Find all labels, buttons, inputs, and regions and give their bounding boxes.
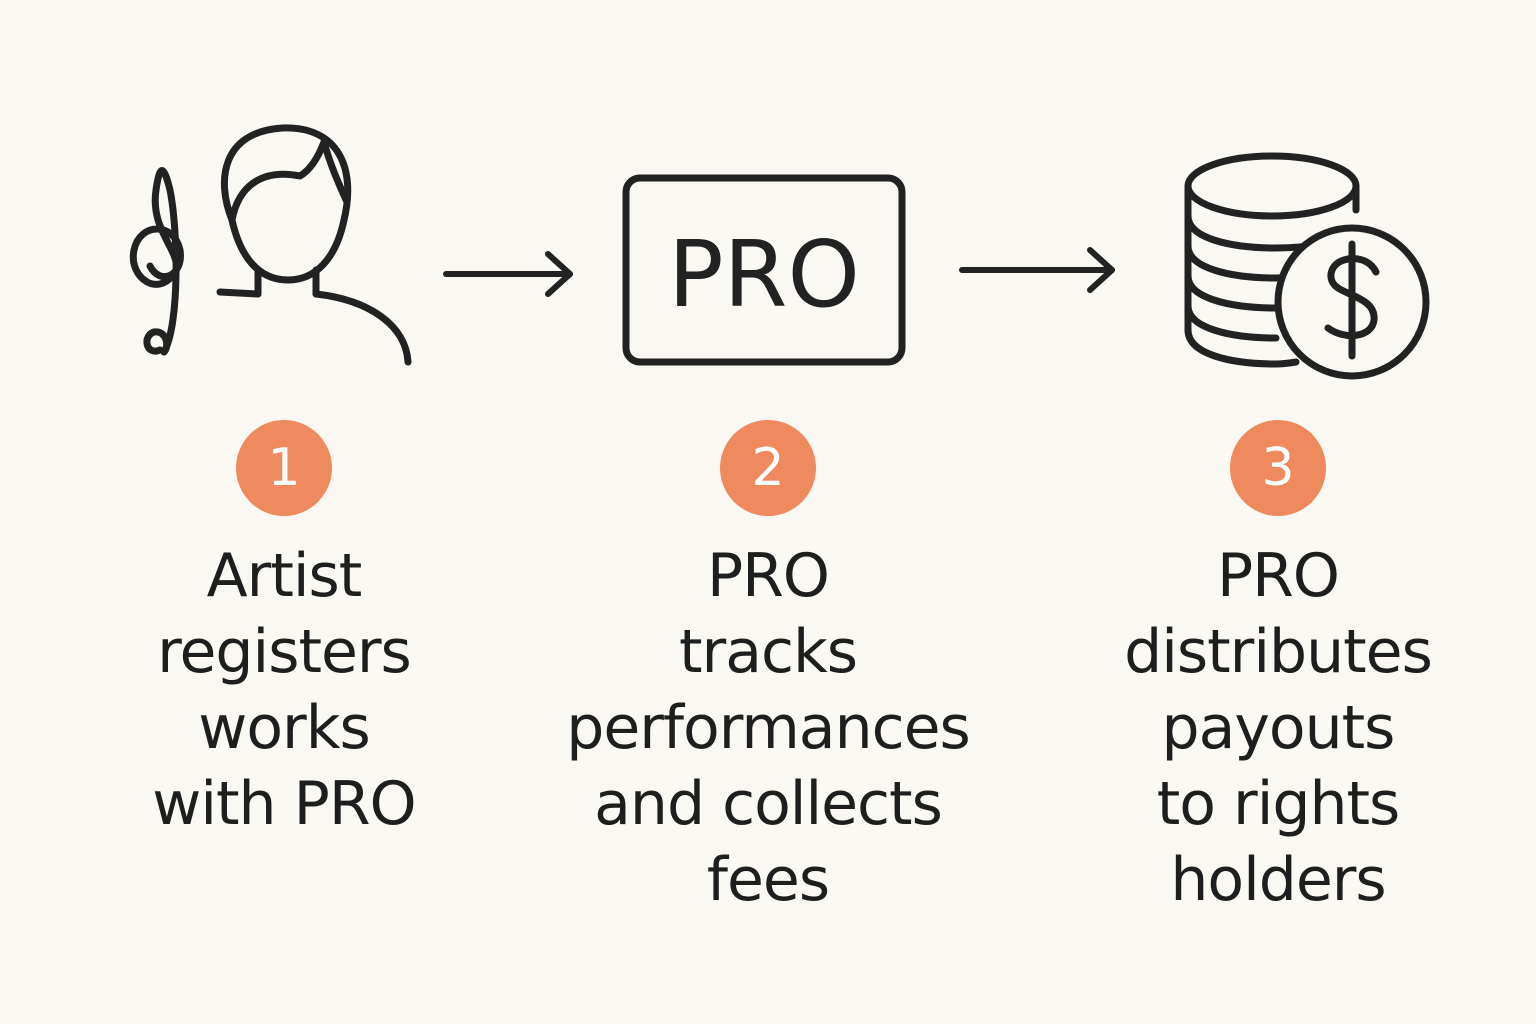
step-1-caption: Artist registers works with PRO: [54, 538, 514, 842]
caption-line: tracks: [679, 617, 858, 687]
pro-box-icon: PRO: [620, 172, 910, 372]
caption-line: distributes: [1124, 617, 1433, 687]
caption-line: Artist: [206, 541, 363, 611]
caption-line: holders: [1170, 845, 1386, 915]
arrow-right-icon: [956, 246, 1126, 300]
step-2-caption: PRO tracks performances and collects fee…: [538, 538, 998, 918]
step-number-badge-3: 3: [1230, 420, 1326, 516]
caption-line: registers: [157, 617, 412, 687]
caption-line: performances: [566, 693, 971, 763]
caption-line: PRO: [706, 541, 830, 611]
step-3-caption: PRO distributes payouts to rights holder…: [1048, 538, 1508, 918]
arrow-right-icon: [440, 250, 580, 304]
caption-line: payouts: [1161, 693, 1396, 763]
caption-line: to rights: [1156, 769, 1401, 839]
caption-line: fees: [706, 845, 830, 915]
caption-line: and collects: [594, 769, 943, 839]
caption-line: with PRO: [152, 769, 416, 839]
caption-line: PRO: [1216, 541, 1340, 611]
coins-dollar-icon: [1180, 150, 1440, 390]
pro-box-label: PRO: [668, 221, 860, 328]
step-number-badge-1: 1: [236, 420, 332, 516]
artist-with-treble-clef-icon: [120, 110, 420, 370]
caption-line: works: [198, 693, 370, 763]
step-number-badge-2: 2: [720, 420, 816, 516]
